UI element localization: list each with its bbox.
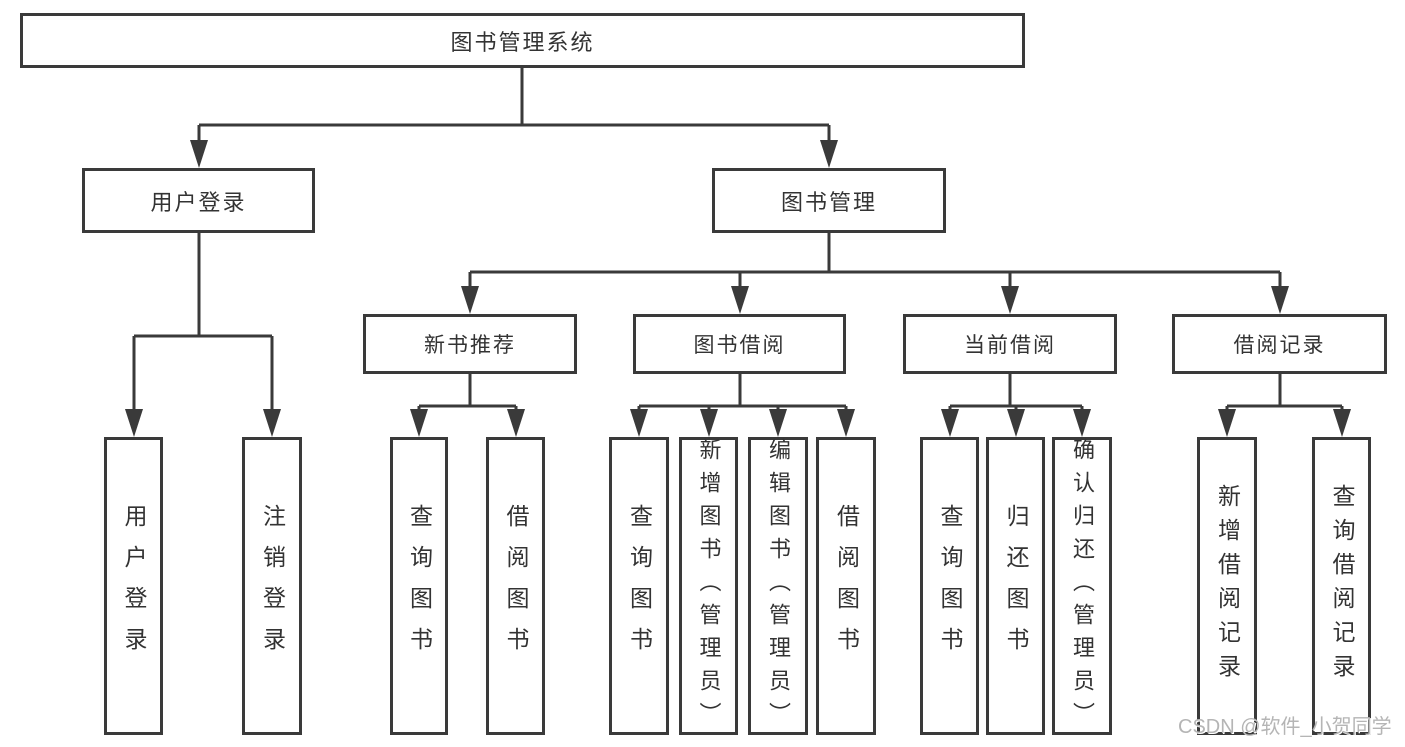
connector-new-books [410, 374, 525, 437]
leaf-borrow-books-borrowing-label: 借阅图书 [833, 504, 860, 668]
leaf-query-books-current: 查询图书 [920, 437, 979, 735]
leaf-logout-label: 注销登录 [259, 504, 286, 668]
leaf-logout: 注销登录 [242, 437, 302, 735]
leaf-borrow-books-recommend-label: 借阅图书 [503, 504, 529, 668]
connector-book-mgmt [461, 233, 1289, 314]
node-library-system-label: 图书管理系统 [450, 29, 595, 55]
node-library-system: 图书管理系统 [20, 13, 1025, 68]
connector-borrowing [630, 374, 855, 437]
node-book-management: 图书管理 [712, 168, 946, 233]
node-borrow-records: 借阅记录 [1172, 314, 1387, 374]
leaf-query-books-borrowing-label: 查询图书 [626, 504, 653, 668]
node-user-login-label: 用户登录 [150, 189, 247, 215]
connector-current [941, 374, 1091, 437]
leaf-query-books-current-label: 查询图书 [937, 504, 963, 668]
node-book-borrowing: 图书借阅 [633, 314, 846, 374]
leaf-confirm-return-admin-label: 确认归还（管理员） [1070, 437, 1095, 735]
connector-root [190, 68, 838, 168]
leaf-edit-books-admin: 编辑图书（管理员） [748, 437, 808, 735]
node-current-borrowing-label: 当前借阅 [964, 334, 1056, 357]
leaf-user-login: 用户登录 [104, 437, 163, 735]
node-new-book-recommend: 新书推荐 [363, 314, 577, 374]
leaf-borrow-books-recommend: 借阅图书 [486, 437, 545, 735]
leaf-query-books-recommend-label: 查询图书 [406, 504, 433, 668]
csdn-watermark: CSDN @软件_小贺同学 [1178, 716, 1392, 738]
connector-records [1218, 374, 1351, 437]
node-borrow-records-label: 借阅记录 [1233, 334, 1326, 357]
node-current-borrowing: 当前借阅 [903, 314, 1117, 374]
node-new-book-recommend-label: 新书推荐 [424, 334, 516, 357]
leaf-query-books-borrowing: 查询图书 [609, 437, 669, 735]
leaf-add-borrow-record-label: 新增借阅记录 [1214, 484, 1241, 688]
leaf-return-books-label: 归还图书 [1003, 504, 1029, 668]
connector-user-login [125, 233, 281, 437]
leaf-query-borrow-record-label: 查询借阅记录 [1329, 484, 1355, 688]
leaf-return-books: 归还图书 [986, 437, 1045, 735]
leaf-edit-books-admin-label: 编辑图书（管理员） [766, 437, 791, 735]
leaf-add-books-admin-label: 新增图书（管理员） [696, 437, 722, 735]
leaf-add-borrow-record: 新增借阅记录 [1197, 437, 1257, 735]
leaf-query-borrow-record: 查询借阅记录 [1312, 437, 1371, 735]
leaf-user-login-label: 用户登录 [121, 504, 147, 668]
leaf-borrow-books-borrowing: 借阅图书 [816, 437, 876, 735]
node-book-management-label: 图书管理 [780, 189, 877, 215]
node-user-login: 用户登录 [82, 168, 315, 233]
leaf-confirm-return-admin: 确认归还（管理员） [1052, 437, 1112, 735]
leaf-add-books-admin: 新增图书（管理员） [679, 437, 738, 735]
leaf-query-books-recommend: 查询图书 [390, 437, 448, 735]
node-book-borrowing-label: 图书借阅 [693, 334, 786, 357]
